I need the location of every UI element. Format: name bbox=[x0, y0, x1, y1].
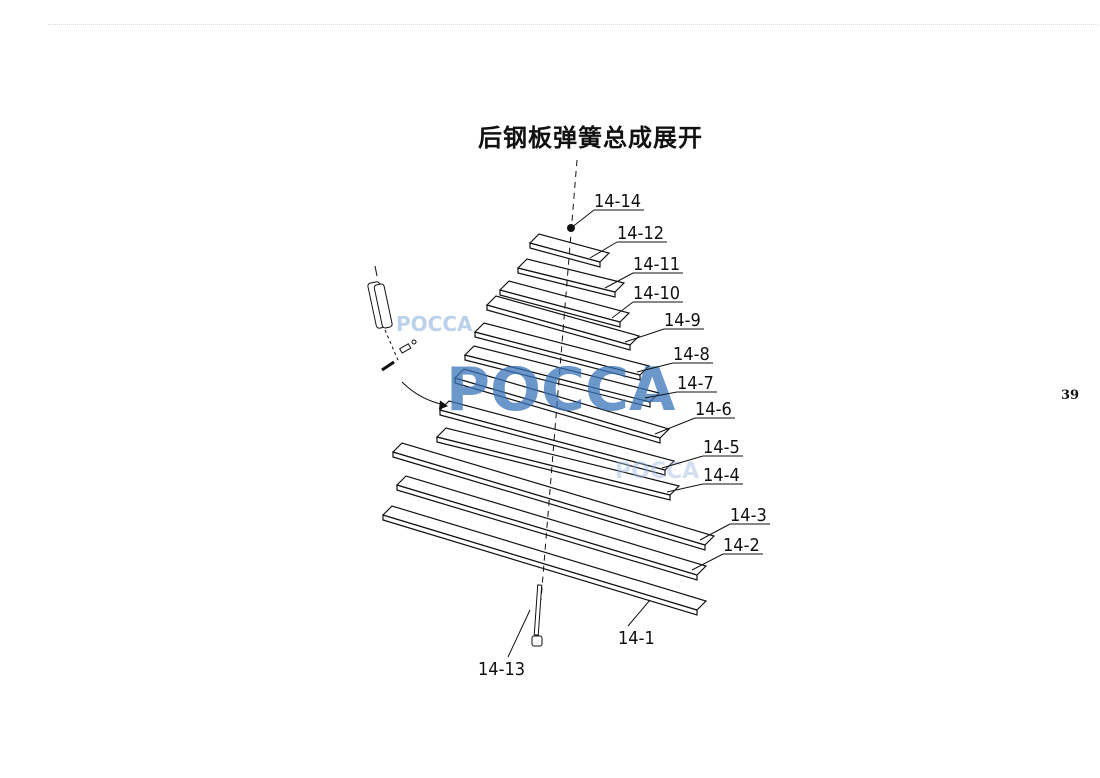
rebound-clip-assembly bbox=[367, 265, 449, 410]
leader-line bbox=[589, 241, 618, 259]
leader-line bbox=[604, 272, 634, 289]
part-label: 14-8 bbox=[673, 344, 710, 365]
page-number: 39 bbox=[1061, 388, 1080, 403]
watermark-logo-faint: POCCA bbox=[615, 459, 699, 484]
center-bolt bbox=[531, 584, 543, 647]
spring-leaf bbox=[485, 295, 641, 346]
part-label: 14-4 bbox=[703, 465, 740, 486]
watermark-logo-small: POCCA bbox=[396, 312, 473, 336]
part-label: 14-13 bbox=[478, 659, 525, 680]
leader-line bbox=[611, 301, 634, 319]
watermark-logo: POCCA bbox=[446, 355, 676, 425]
leader-line bbox=[636, 362, 674, 373]
part-label: 14-7 bbox=[677, 373, 714, 394]
part-label: 14-5 bbox=[703, 437, 740, 458]
spring-leaf bbox=[453, 368, 671, 439]
part-label: 14-10 bbox=[633, 283, 680, 304]
part-label: 14-6 bbox=[695, 399, 732, 420]
leader-line bbox=[661, 455, 704, 469]
leader-line bbox=[644, 391, 678, 399]
page-top-rule bbox=[48, 24, 1098, 25]
leader-line bbox=[627, 599, 651, 627]
part-label: 14-14 bbox=[594, 191, 641, 212]
part-label: 14-12 bbox=[617, 223, 664, 244]
leader-line bbox=[570, 209, 595, 229]
leader-line bbox=[691, 553, 724, 571]
diagram-title: 后钢板弹簧总成展开 bbox=[478, 124, 703, 152]
spring-leaf bbox=[435, 427, 681, 496]
center-axis-line bbox=[540, 159, 578, 601]
part-label: 14-3 bbox=[730, 505, 767, 526]
part-label: 14-1 bbox=[618, 628, 655, 649]
leader-line bbox=[654, 417, 696, 435]
spring-leaf bbox=[516, 258, 626, 293]
part-label: 14-9 bbox=[664, 310, 701, 331]
leader-line bbox=[507, 609, 531, 658]
part-label: 14-2 bbox=[723, 535, 760, 556]
leader-line bbox=[624, 328, 665, 343]
spring-leaf bbox=[463, 345, 661, 403]
leader-line bbox=[699, 523, 731, 541]
part-label: 14-11 bbox=[633, 254, 680, 275]
spring-leaf bbox=[395, 475, 708, 576]
spring-leaf bbox=[438, 400, 676, 471]
part-labels: 14-14 14-12 14-11 14-10 14-9 14-8 14-7 14-6 14-5… bbox=[478, 191, 770, 680]
leader-line bbox=[666, 483, 704, 493]
spring-leaf bbox=[498, 280, 631, 323]
spring-leaf bbox=[391, 442, 716, 546]
